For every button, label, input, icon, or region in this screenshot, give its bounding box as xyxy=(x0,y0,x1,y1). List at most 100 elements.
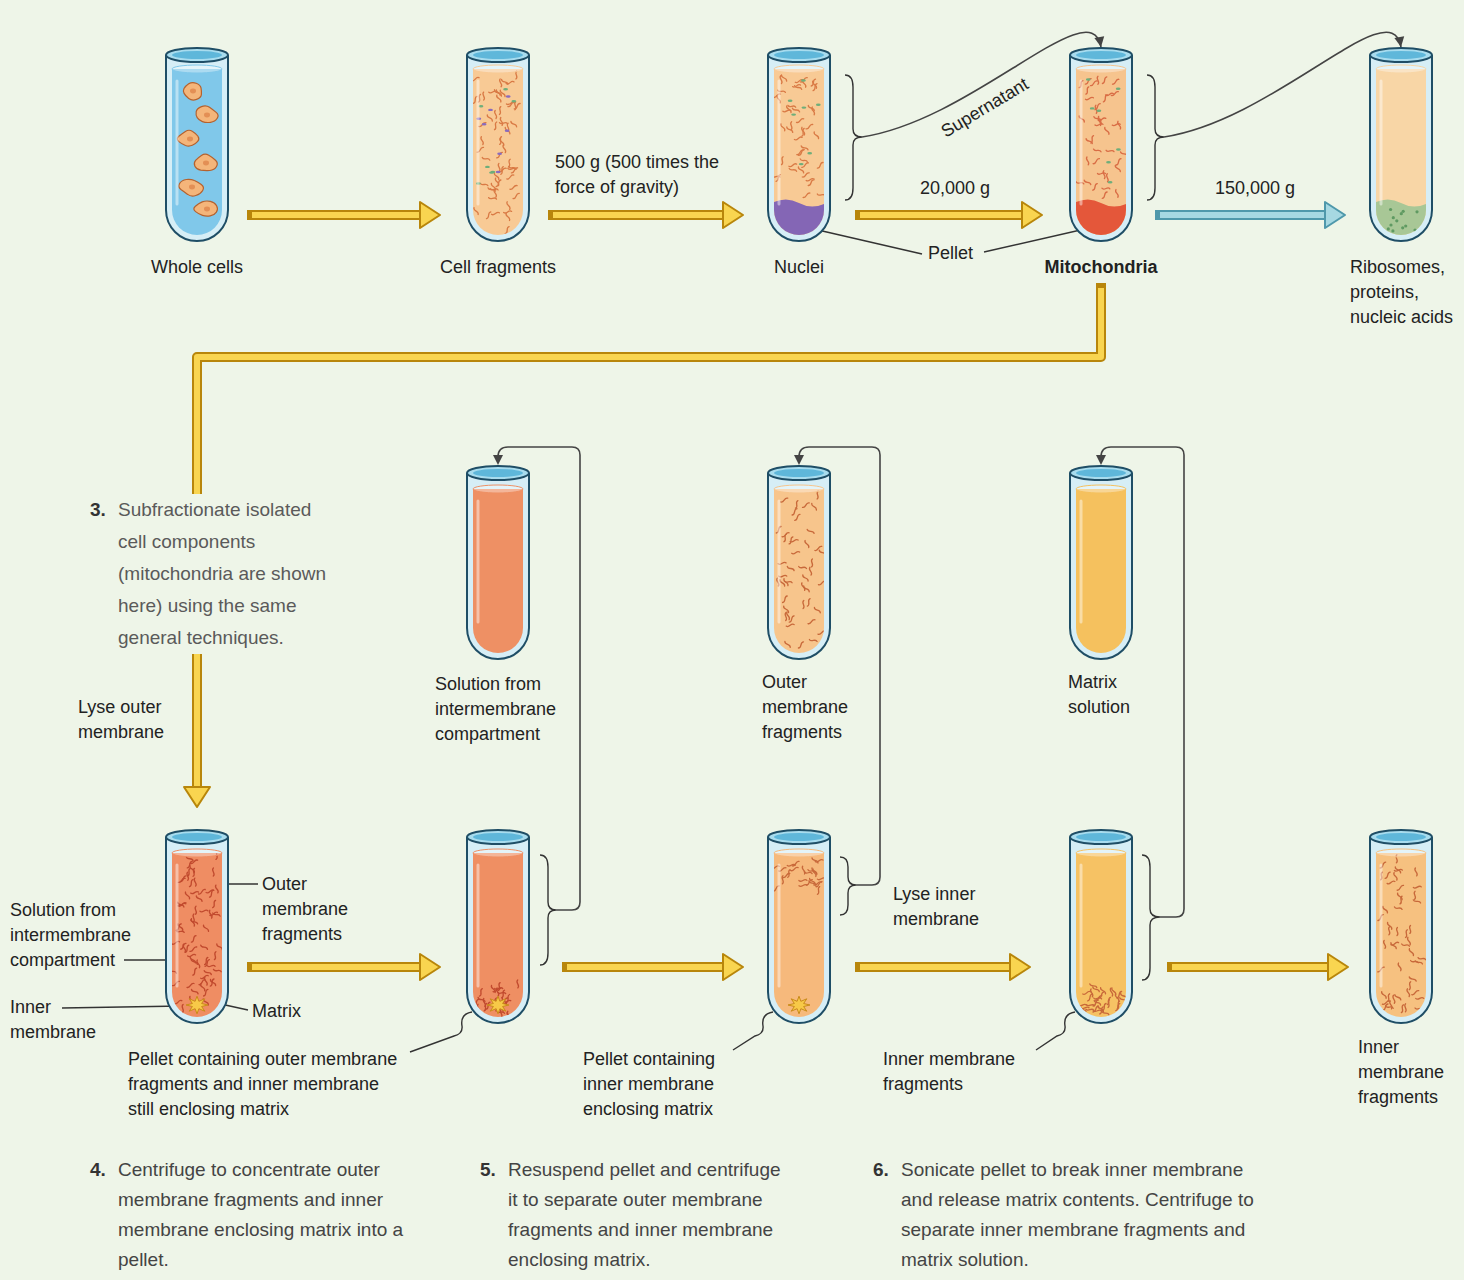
edge-label: 500 g (500 times the force of gravity) xyxy=(555,150,750,200)
membrane-fragment xyxy=(501,167,504,175)
membrane-fragment xyxy=(1093,184,1098,191)
membrane-fragment xyxy=(789,537,793,544)
tube-opening xyxy=(172,833,222,841)
test-tube: Inner membrane fragments xyxy=(1068,827,1134,1025)
tube-rim xyxy=(467,48,529,62)
cell-blob xyxy=(196,106,218,123)
membrane-fragment xyxy=(1387,881,1395,884)
test-tube: Ribosomes, proteins, nucleic acids xyxy=(1368,45,1434,243)
organelle-dot xyxy=(496,171,501,173)
cell-nucleus xyxy=(204,113,210,118)
organelle-dot xyxy=(1090,107,1095,109)
membrane-fragment xyxy=(781,75,786,81)
glass-highlight xyxy=(1380,865,1383,986)
test-tube: Whole cells xyxy=(164,45,230,243)
membrane-fragment xyxy=(1087,1005,1095,1006)
membrane-fragment xyxy=(1402,944,1410,946)
membrane-fragment xyxy=(507,102,515,104)
tube-illustration xyxy=(1068,827,1134,1025)
liquid-surface xyxy=(1076,485,1126,493)
liquid-surface xyxy=(1376,65,1426,73)
organelle-dot xyxy=(503,88,508,90)
membrane-fragment xyxy=(1396,928,1398,936)
liquid-surface xyxy=(1076,65,1126,73)
membrane-fragment xyxy=(1094,998,1102,999)
membrane-fragment xyxy=(187,862,192,868)
membrane-fragment xyxy=(193,968,197,975)
tube-opening xyxy=(774,51,824,59)
membrane-fragment xyxy=(213,900,216,907)
connector xyxy=(1172,954,1348,980)
tube-liquid xyxy=(774,489,824,653)
test-tube: Outer membrane fragments xyxy=(766,463,832,661)
membrane-fragment xyxy=(1395,867,1400,873)
connector xyxy=(252,202,440,228)
membrane-fragment xyxy=(788,870,790,878)
membrane-fragment xyxy=(1416,998,1424,1000)
tube-illustration xyxy=(1368,827,1434,1025)
membrane-fragment xyxy=(1382,1001,1389,1005)
membrane-fragment xyxy=(790,539,798,542)
glass-highlight xyxy=(1080,81,1083,204)
cell-blob xyxy=(177,130,199,146)
membrane-fragment xyxy=(507,1012,510,1020)
membrane-fragment xyxy=(475,1014,479,1021)
line-arrowhead xyxy=(1096,455,1106,465)
membrane-fragment xyxy=(495,988,503,990)
tube-caption: Pellet containing outer membrane fragmen… xyxy=(128,1047,403,1122)
edge-label: Lyse inner membrane xyxy=(893,882,979,932)
arrow-shaft xyxy=(252,964,422,970)
tube-glass xyxy=(467,55,529,241)
membrane-fragment xyxy=(203,925,208,931)
membrane-fragment xyxy=(1102,192,1107,198)
tube-glass xyxy=(467,473,529,659)
membrane-fragment xyxy=(818,631,825,635)
membrane-fragment xyxy=(802,127,805,135)
membrane-fragment xyxy=(809,640,817,642)
leader-line xyxy=(62,1006,182,1008)
membrane-fragment xyxy=(792,861,799,866)
test-tube: Solution from intermembrane compartment xyxy=(465,463,531,661)
tube-caption: Whole cells xyxy=(117,255,277,280)
membrane-fragment xyxy=(783,110,791,112)
tube-glass xyxy=(768,473,830,659)
tube-caption: Inner membrane xyxy=(10,995,96,1045)
membrane-fragment xyxy=(193,868,194,876)
pellet-label: Pellet xyxy=(928,241,973,266)
membrane-fragment xyxy=(803,193,810,198)
connector xyxy=(860,202,1042,228)
pellet-brace-leader xyxy=(733,1012,773,1050)
membrane-fragment xyxy=(802,173,809,177)
supernatant-brace xyxy=(1147,75,1164,200)
pellet-particle xyxy=(1392,216,1395,219)
membrane-fragment xyxy=(811,559,812,567)
supernatant-brace xyxy=(840,857,856,915)
membrane-fragment xyxy=(1081,1007,1089,1009)
membrane-fragment xyxy=(803,601,804,609)
membrane-fragment xyxy=(499,107,500,115)
membrane-fragment xyxy=(217,944,223,950)
membrane-fragment xyxy=(808,105,814,110)
membrane-fragment xyxy=(178,924,183,930)
tube-caption: Mitochondria xyxy=(1021,255,1181,280)
arrow-head xyxy=(420,954,440,980)
connector xyxy=(567,954,743,980)
tube-opening xyxy=(774,469,824,477)
liquid-surface xyxy=(473,485,523,493)
membrane-fragment xyxy=(1401,1005,1403,1013)
membrane-fragment xyxy=(807,529,814,533)
membrane-fragment xyxy=(1103,171,1105,179)
membrane-fragment xyxy=(494,173,499,180)
tube-rim xyxy=(768,466,830,480)
membrane-fragment xyxy=(489,198,497,200)
organelle-dot xyxy=(506,95,511,97)
step-description: Sonicate pellet to break inner membrane … xyxy=(901,1155,1266,1275)
arrow-shaft xyxy=(553,212,725,218)
membrane-fragment xyxy=(819,550,825,555)
tube-illustration xyxy=(1068,45,1134,243)
membrane-fragment xyxy=(800,159,807,162)
glass-highlight xyxy=(477,81,480,204)
tube-opening xyxy=(1076,833,1126,841)
membrane-fragment xyxy=(1088,994,1093,1001)
